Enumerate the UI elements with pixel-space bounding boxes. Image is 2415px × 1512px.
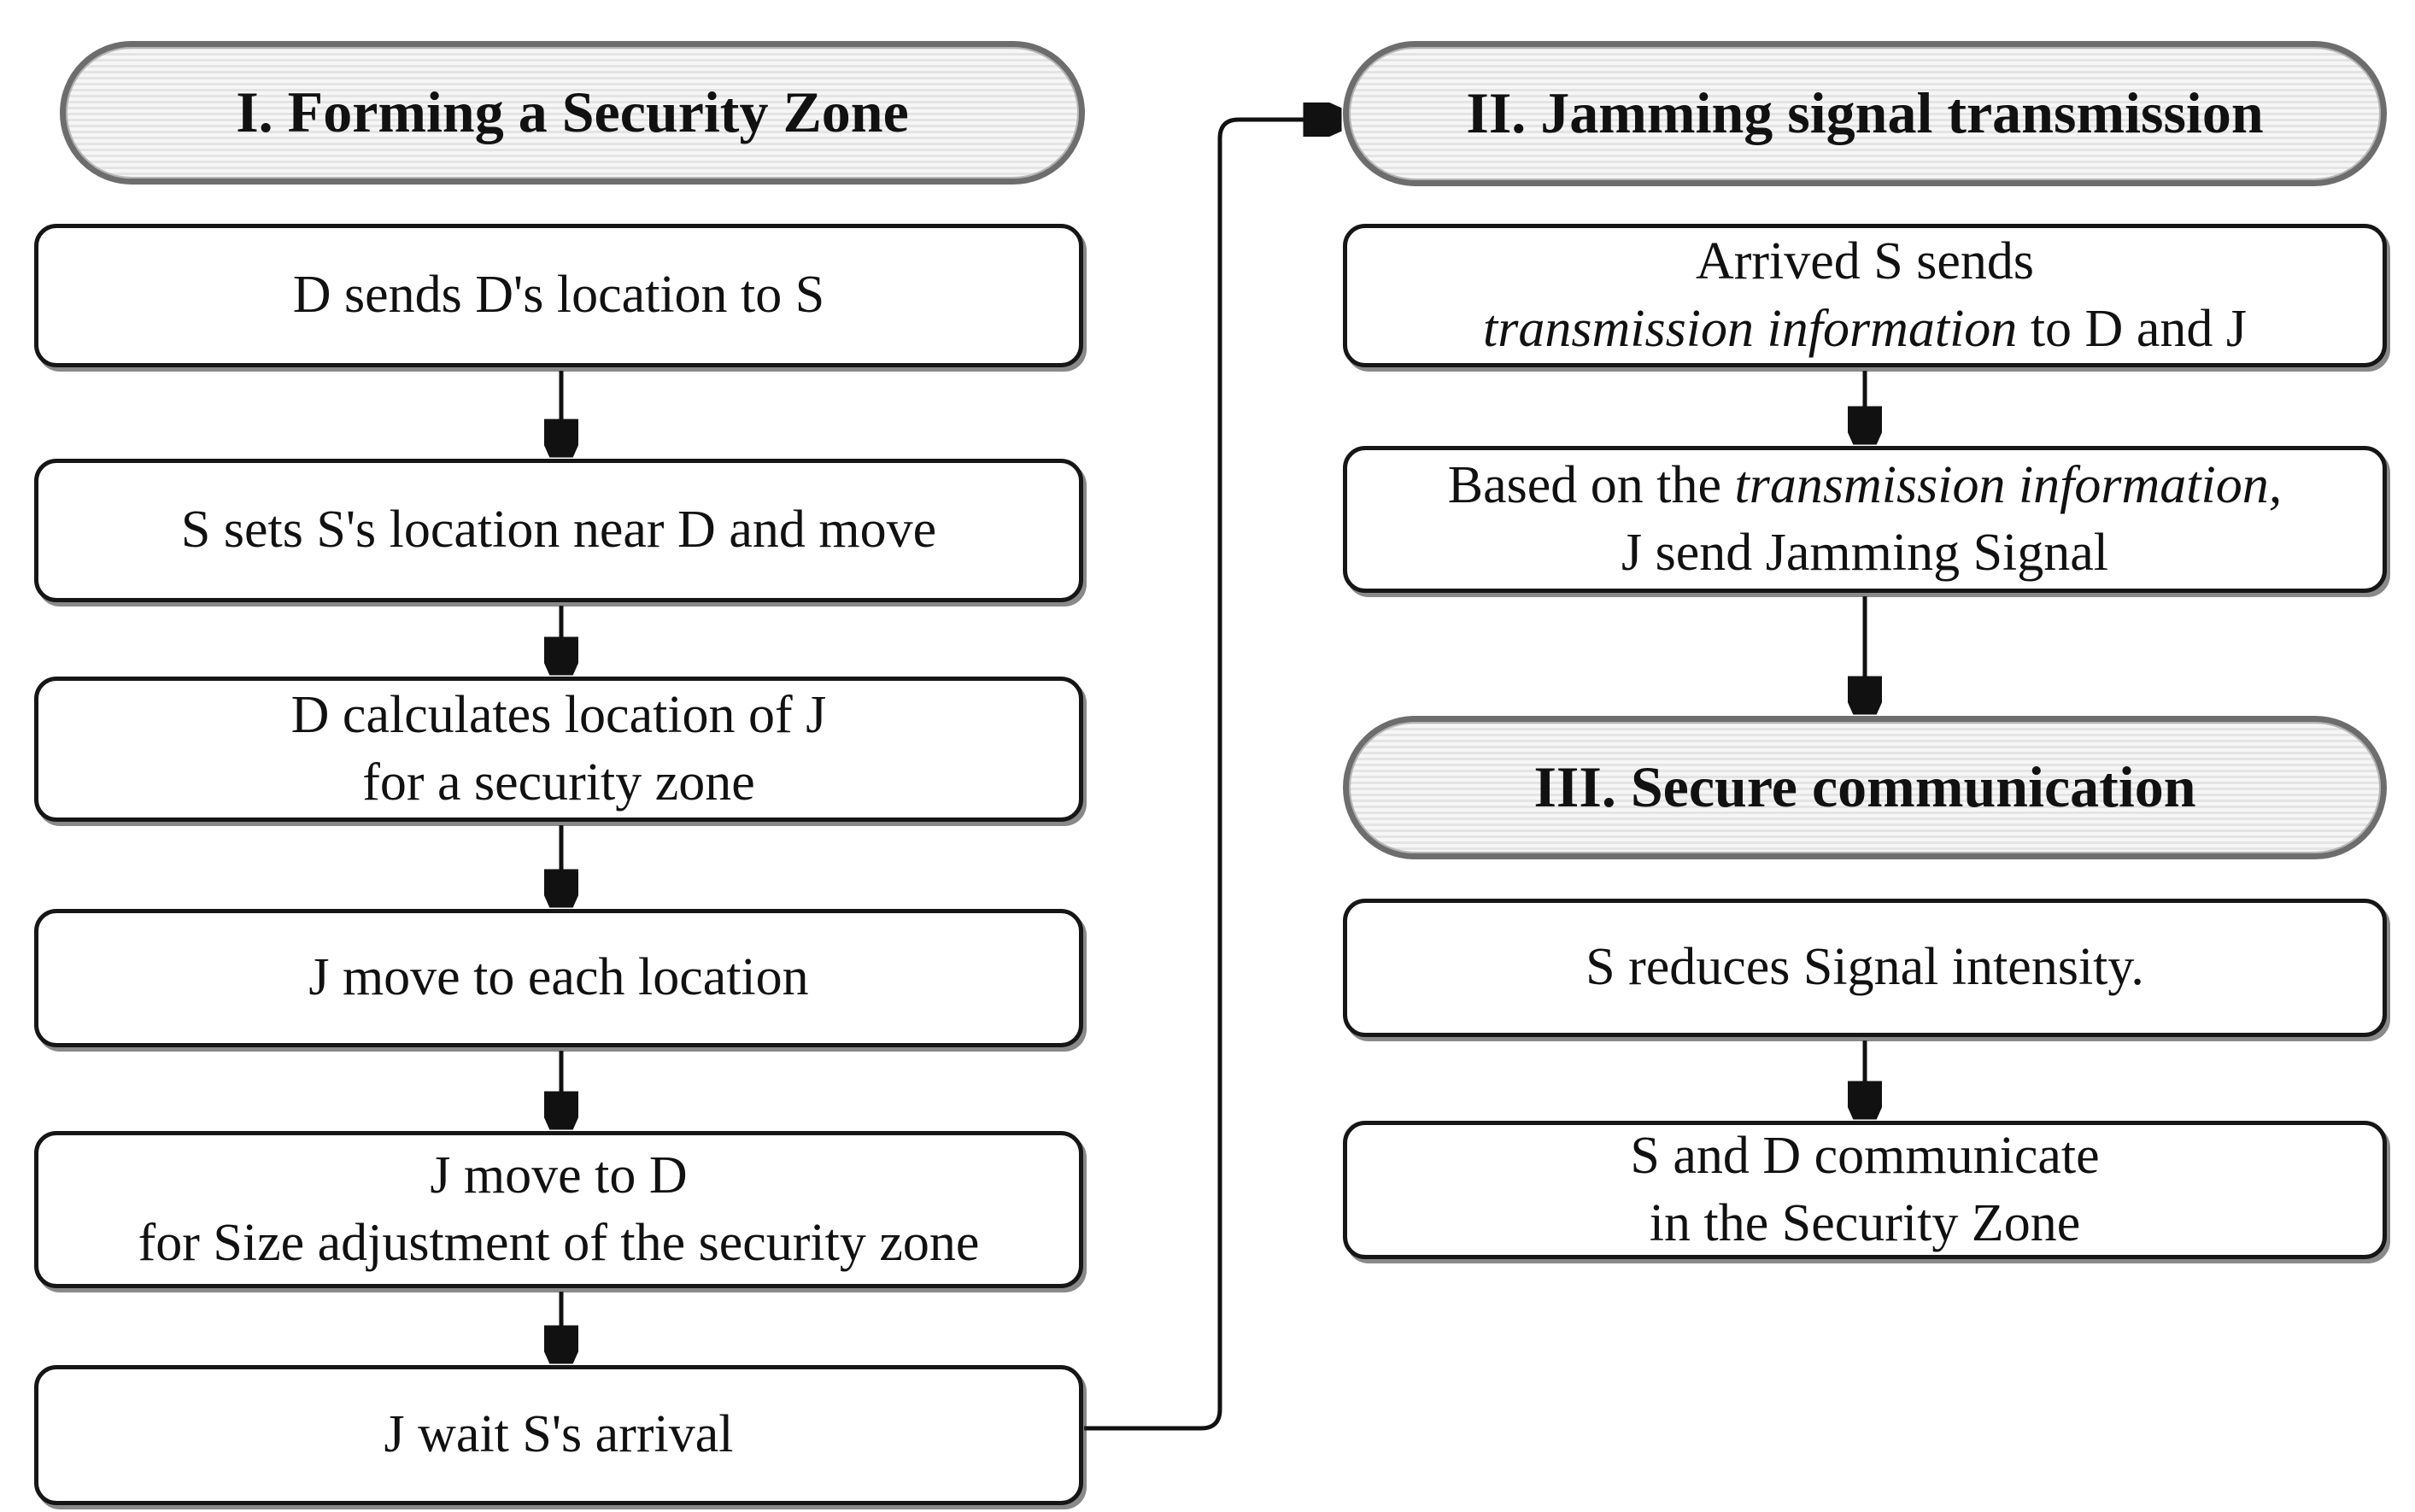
phase2-step2-italic-term: transmission information, [1734, 455, 2283, 514]
phase3-step2-box: S and D communicate in the Security Zone [1343, 1121, 2387, 1259]
phase1-step1-box: D sends D's location to S [34, 224, 1083, 367]
phase2-header: II. Jamming signal transmission [1343, 41, 2387, 186]
phase2-step1-italic-term: transmission information [1483, 300, 2018, 358]
phase1-step3-box: D calculates location of J for a securit… [34, 677, 1083, 822]
phase2-step2-box: Based on the transmission information, J… [1343, 446, 2387, 593]
connector-step6-phase2 [1084, 120, 1304, 1431]
phase2-step2-label-line1: Based on the transmission information, [1448, 452, 2283, 519]
phase1-step4-box: J move to each location [34, 909, 1083, 1047]
phase1-step1-label: D sends D's location to S [292, 266, 825, 325]
phase1-step3-label-line2: for a security zone [362, 753, 755, 812]
phase2-title: II. Jamming signal transmission [1466, 80, 2264, 146]
phase1-step5-label-line1: J move to D [430, 1146, 688, 1204]
phase2-step1-box: Arrived S sends transmission information… [1343, 224, 2387, 367]
phase1-step5-label-line2: for Size adjustment of the security zone [138, 1214, 980, 1272]
phase2-step1-label-line2: transmission information to D and J [1483, 296, 2247, 363]
phase2-step2-label-line2: J send Jamming Signal [1621, 524, 2109, 582]
phase3-step2-label-line1: S and D communicate [1630, 1126, 2100, 1185]
phase2-step2-label-line1-rest: Based on the [1447, 455, 1735, 514]
phase1-step3-label-line1: D calculates location of J [290, 685, 827, 744]
phase3-step2-label-line2: in the Security Zone [1649, 1194, 2081, 1252]
phase3-step1-label: S reduces Signal intensity. [1586, 938, 2144, 997]
phase1-step4-label: J move to each location [308, 948, 809, 1007]
phase1-step6-box: J wait S's arrival [34, 1365, 1083, 1505]
phase3-step1-box: S reduces Signal intensity. [1343, 899, 2387, 1037]
phase1-step6-label: J wait S's arrival [384, 1405, 734, 1464]
phase3-title: III. Secure communication [1533, 754, 2196, 820]
phase1-step5-box: J move to D for Size adjustment of the s… [34, 1131, 1083, 1288]
phase3-header: III. Secure communication [1343, 716, 2387, 859]
phase2-step1-label-line2-rest: to D and J [2017, 300, 2247, 358]
phase1-title: I. Forming a Security Zone [236, 79, 909, 145]
phase2-step1-label-line1: Arrived S sends [1695, 231, 2035, 290]
phase1-header: I. Forming a Security Zone [60, 41, 1085, 185]
phase1-step2-label: S sets S's location near D and move [180, 501, 937, 560]
phase1-step2-box: S sets S's location near D and move [34, 459, 1083, 602]
